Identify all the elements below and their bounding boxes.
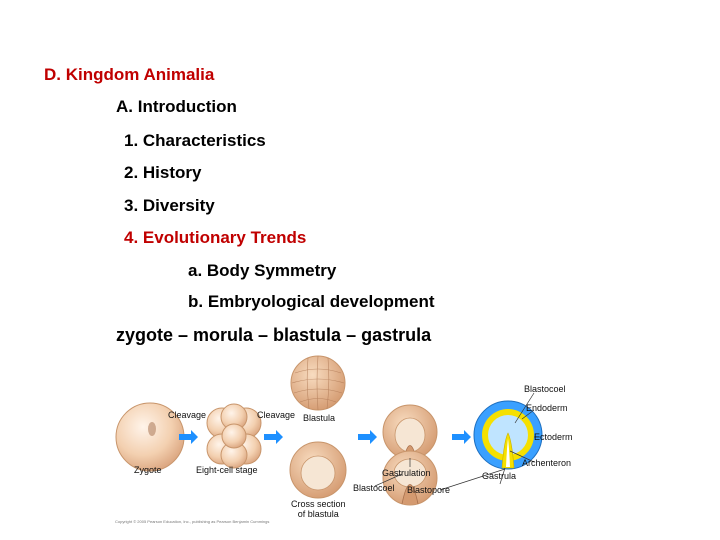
label-gastrulation: Gastrulation bbox=[382, 468, 431, 478]
copyright-notice: Copyright © 2005 Pearson Education, Inc.… bbox=[115, 519, 270, 524]
embryo-illustration bbox=[115, 355, 543, 506]
blastula-ball bbox=[290, 355, 346, 411]
eight-cell-embryo bbox=[206, 403, 262, 469]
heading-kingdom-animalia: D. Kingdom Animalia bbox=[44, 65, 215, 84]
label-endoderm: Endoderm bbox=[526, 403, 568, 413]
label-blastocoel-bottom: Blastocoel bbox=[353, 483, 395, 493]
early-gastrula bbox=[382, 404, 438, 460]
item-characteristics: 1. Characteristics bbox=[124, 131, 266, 150]
subitem-body-symmetry: a. Body Symmetry bbox=[188, 261, 337, 280]
label-cross-section-blastula: Cross section of blastula bbox=[291, 499, 346, 519]
arrow-cleavage-2 bbox=[264, 430, 283, 444]
blastula-cross-section bbox=[289, 441, 347, 499]
gastrula bbox=[473, 400, 543, 470]
label-ectoderm: Ectoderm bbox=[534, 432, 573, 442]
embryo-development-figure: Cleavage Cleavage Zygote Eight-cell stag… bbox=[110, 355, 590, 530]
label-zygote: Zygote bbox=[134, 465, 162, 475]
arrow-gastrulation-2 bbox=[452, 430, 471, 444]
label-eight-cell-stage: Eight-cell stage bbox=[196, 465, 258, 475]
label-blastopore: Blastopore bbox=[407, 485, 451, 495]
arrow-gastrulation-1 bbox=[358, 430, 377, 444]
label-archenteron: Archenteron bbox=[522, 458, 572, 468]
label-gastrula: Gastrula bbox=[482, 471, 517, 481]
item-diversity: 3. Diversity bbox=[124, 196, 215, 215]
development-sequence: zygote – morula – blastula – gastrula bbox=[116, 325, 432, 345]
outline: D. Kingdom Animalia A. Introduction 1. C… bbox=[44, 65, 435, 345]
arrow-cleavage-1 bbox=[179, 430, 198, 444]
item-history: 2. History bbox=[124, 163, 202, 182]
later-gastrula bbox=[382, 450, 438, 506]
label-cleavage-2: Cleavage bbox=[257, 410, 296, 420]
label-cleavage-1: Cleavage bbox=[168, 410, 207, 420]
subitem-embryological-development: b. Embryological development bbox=[188, 292, 435, 311]
label-blastocoel-top: Blastocoel bbox=[524, 384, 566, 394]
heading-introduction: A. Introduction bbox=[116, 97, 237, 116]
label-blastula: Blastula bbox=[303, 413, 336, 423]
item-evolutionary-trends: 4. Evolutionary Trends bbox=[124, 228, 307, 247]
